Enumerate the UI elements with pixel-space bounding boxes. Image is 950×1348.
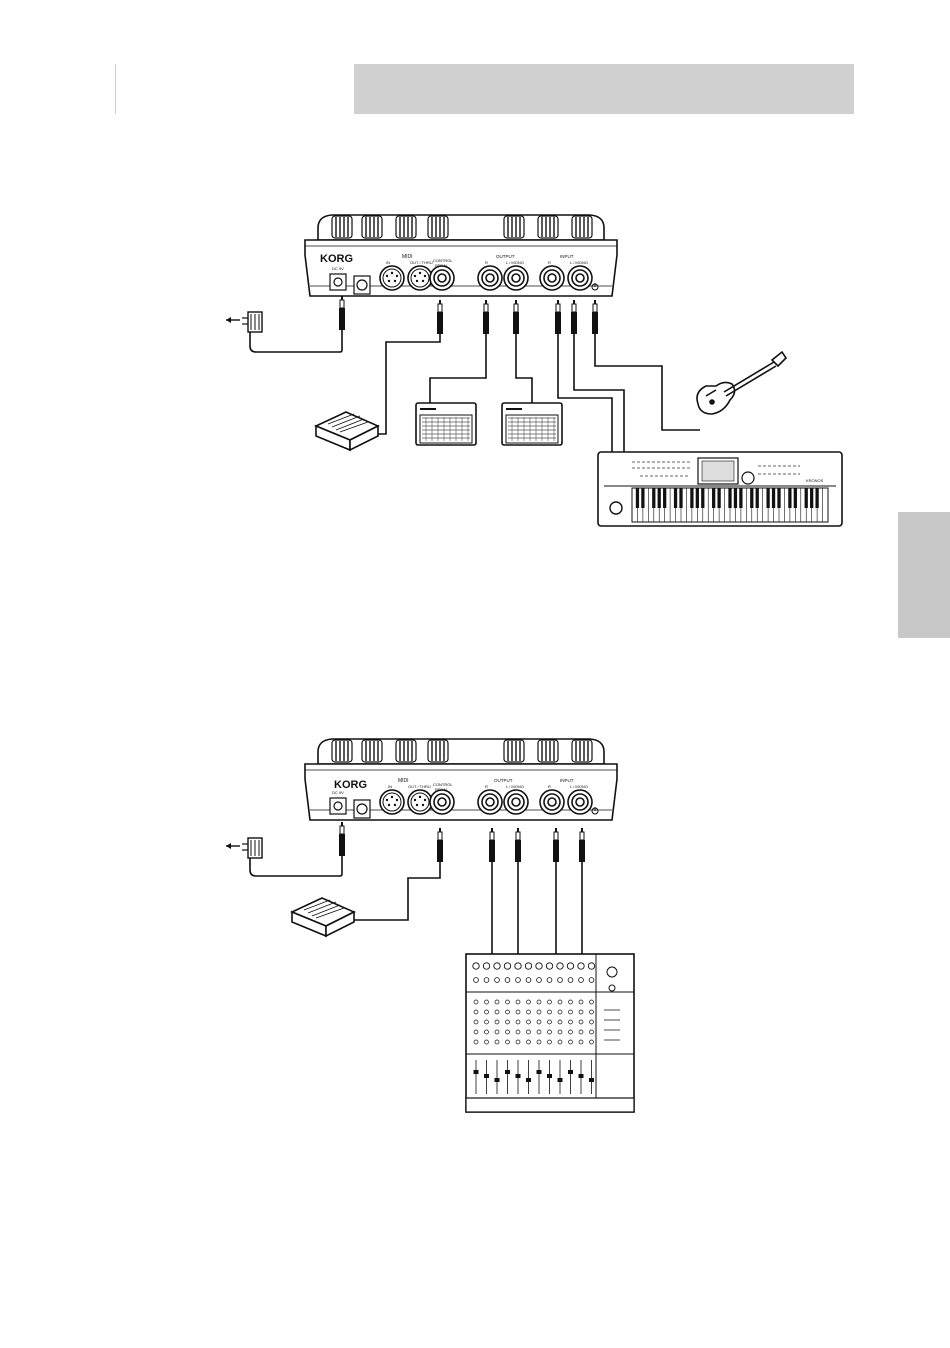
keyboard-icon: KRONOS xyxy=(598,452,842,526)
output-l-label: L / MONO xyxy=(506,784,524,789)
keyboard-brand: KRONOS xyxy=(806,478,824,483)
dc-label: DC 9V xyxy=(332,266,344,271)
guitar-icon xyxy=(697,352,786,414)
mixer-icon xyxy=(466,954,634,1112)
output-l-label: L / MONO xyxy=(506,260,524,265)
amplifier-icon xyxy=(416,403,476,445)
midi-out-label: OUT / THRU xyxy=(410,260,433,265)
dc-label: DC 9V xyxy=(332,790,344,795)
device-brand: KORG xyxy=(320,253,353,265)
output-label: OUTPUT xyxy=(494,778,513,783)
output-r-label: R xyxy=(485,260,488,265)
input-l-label: L / MONO xyxy=(570,260,588,265)
input-label: INPUT xyxy=(560,254,574,259)
input-label: INPUT xyxy=(560,778,574,783)
midi-in-label: IN xyxy=(386,260,390,265)
power-adapter-icon xyxy=(226,312,262,332)
midi-label: MIDI xyxy=(398,778,409,784)
output-r-label: R xyxy=(485,784,488,789)
power-adapter-icon xyxy=(226,838,262,858)
amplifier-icon xyxy=(502,403,562,445)
input-r-label: R xyxy=(548,784,551,789)
midi-in-label: IN xyxy=(388,784,392,789)
expression-pedal-icon xyxy=(292,898,354,936)
expression-pedal-icon xyxy=(316,412,378,450)
input-l-label: L / MONO xyxy=(570,784,588,789)
output-label: OUTPUT xyxy=(496,254,515,259)
input-r-label: R xyxy=(548,260,551,265)
midi-out-label: OUT / THRU xyxy=(408,784,431,789)
